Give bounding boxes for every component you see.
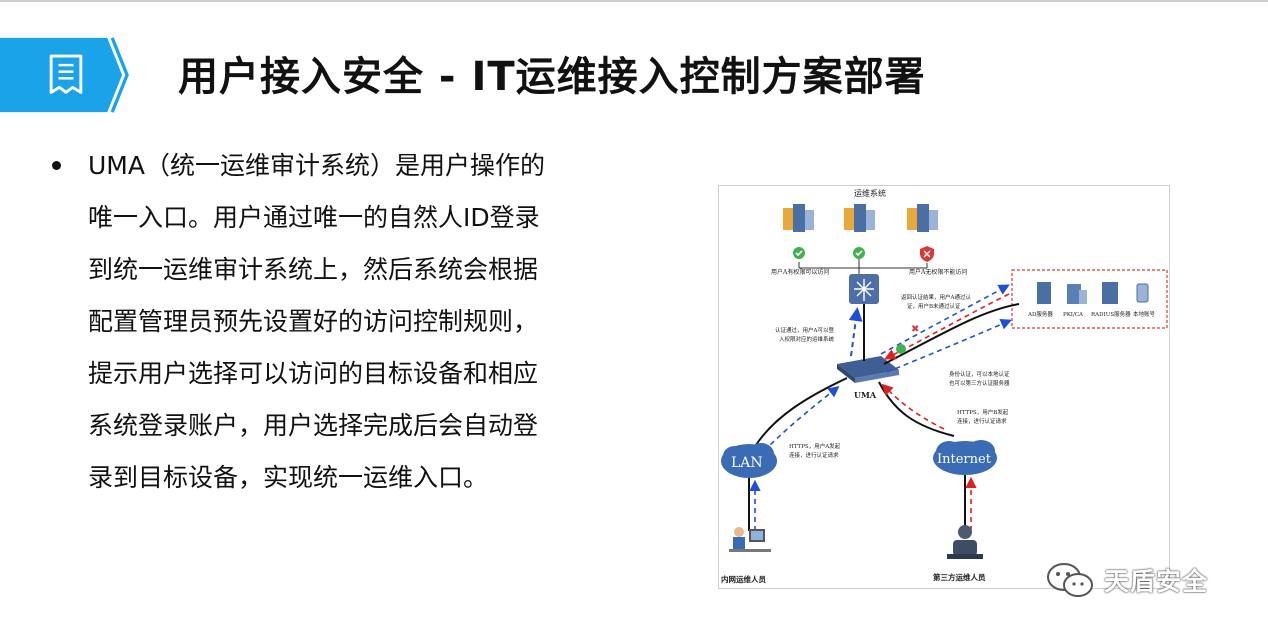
document-icon: [49, 54, 83, 94]
deny-cross-icon: ✖: [911, 324, 919, 335]
result-label: 返回认证结果，用户A通过认: [901, 293, 971, 301]
pki-ca-icon: [1067, 284, 1087, 304]
pass-check-icon: [896, 344, 906, 354]
watermark-text: 天盾安全: [1104, 567, 1209, 596]
bullet-dot: [52, 161, 61, 170]
bullet-line: 到统一运维审计系统上，然后系统会根据: [88, 255, 539, 284]
bullet-line: 唯一入口。用户通过唯一的自然人ID登录: [88, 203, 540, 232]
https-right-label: HTTPS，用户B发起: [957, 408, 1009, 416]
bullet-line: UMA（统一运维审计系统）是用户操作的: [88, 151, 545, 180]
https-left-label: HTTPS，用户A发起: [789, 442, 841, 450]
server-icon: [844, 204, 875, 232]
top-border: [0, 0, 1268, 2]
local-account-icon: [1136, 283, 1149, 303]
network-diagram: 运维系统 用户A有权限可以访问 用户A无权限不能访问: [718, 185, 1170, 589]
auth-server-label: AD服务器: [1027, 310, 1053, 318]
uma-device-icon: [837, 356, 899, 383]
auth-server-label: PKI/CA: [1063, 312, 1084, 318]
bullet-item: UMA（统一运维审计系统）是用户操作的 唯一入口。用户通过唯一的自然人ID登录 …: [52, 140, 652, 504]
auth-server-group: [1011, 269, 1168, 329]
bullet-line: 系统登录账户，用户选择完成后会自动登: [88, 411, 539, 440]
allowed-label: 用户A有权限可以访问: [771, 268, 829, 276]
auth-server-label: RADIUS服务器: [1091, 310, 1131, 318]
title-banner: [0, 30, 1268, 120]
auth-pass-label: 认证通过，用户A可以登: [775, 326, 834, 334]
auth-server-label: 本地账号: [1133, 310, 1156, 318]
https-right-label: 连接，进行认证请求: [957, 417, 1007, 425]
identity-label: 也可以第三方认证服务器: [949, 379, 1010, 387]
internal-user-icon: [729, 527, 771, 552]
https-left-label: 连接，进行认证请求: [789, 451, 839, 459]
bullet-line: 提示用户选择可以访问的目标设备和相应: [88, 359, 539, 388]
lan-cloud-icon: [721, 443, 777, 478]
auth-pass-label: 入权限对应的运维系统: [779, 335, 835, 343]
ad-server-icon: [1037, 282, 1051, 304]
lan-label: LAN: [731, 455, 763, 471]
router-icon: [849, 274, 879, 304]
banner-arrow: [0, 37, 129, 113]
server-icon: [783, 204, 814, 232]
denied-label: 用户A无权限不能访问: [909, 268, 967, 276]
watermark: 天盾安全: [1044, 560, 1208, 600]
result-label: 证，用户B未通过认证: [907, 302, 961, 310]
server-icon: [907, 204, 938, 232]
wechat-icon: [1047, 563, 1093, 597]
bullet-line: 录到目标设备，实现统一运维入口。: [88, 463, 489, 492]
bullet-line: 配置管理员预先设置好的访问控制规则，: [88, 307, 539, 336]
uma-label: UMA: [854, 390, 877, 400]
identity-label: 身份认证，可以本地认证: [949, 370, 1010, 378]
internal-user-label: 内网运维人员: [721, 574, 766, 584]
radius-server-icon: [1102, 282, 1118, 304]
bullet-text: UMA（统一运维审计系统）是用户操作的 唯一入口。用户通过唯一的自然人ID登录 …: [88, 140, 658, 504]
internet-cloud-icon: [933, 440, 997, 475]
page-title: 用户接入安全 - IT运维接入控制方案部署: [178, 54, 926, 100]
external-user-label: 第三方运维人员: [933, 572, 986, 582]
internet-label: Internet: [937, 452, 992, 467]
system-label: 运维系统: [854, 188, 886, 198]
external-user-icon: [947, 525, 983, 559]
